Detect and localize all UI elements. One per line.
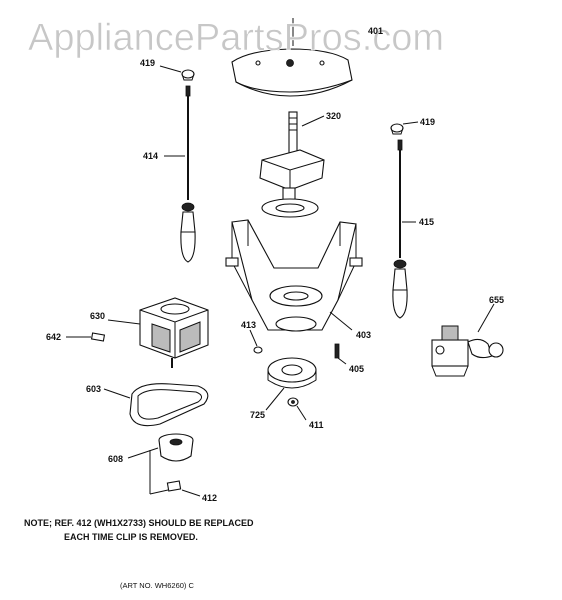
callout-608: 608 [108, 454, 123, 464]
part-603-belt [103, 383, 209, 427]
callout-411: 411 [309, 420, 324, 430]
callout-401: 401 [368, 26, 383, 36]
note-line-1: NOTE; REF. 412 (WH1X2733) SHOULD BE REPL… [24, 518, 254, 528]
part-403-bracket [225, 219, 363, 332]
callout-414: 414 [143, 151, 158, 161]
part-419-right-cap [390, 121, 419, 135]
callout-320: 320 [326, 111, 341, 121]
part-415-right-rod [392, 139, 416, 319]
part-411-nut [287, 397, 307, 421]
art-number: (ART NO. WH6260) C [120, 581, 194, 590]
callout-603: 603 [86, 384, 101, 394]
part-608-coupling [127, 433, 194, 494]
callout-725: 725 [250, 410, 265, 420]
callout-415: 415 [419, 217, 434, 227]
callout-655: 655 [489, 295, 504, 305]
callout-403: 403 [356, 330, 371, 340]
callout-413: 413 [241, 320, 256, 330]
callout-419-left: 419 [140, 58, 155, 68]
part-413-nut [249, 329, 263, 354]
callout-642: 642 [46, 332, 61, 342]
part-412-clip [149, 480, 201, 497]
part-320-transmission [259, 111, 325, 218]
callout-405: 405 [349, 364, 364, 374]
part-642-clip [66, 332, 106, 342]
watermark-text: AppliancePartsPros.com [28, 17, 444, 59]
callout-412: 412 [202, 493, 217, 503]
part-401-cover [231, 18, 353, 97]
part-630-motor [107, 297, 209, 368]
part-414-left-rod [164, 85, 196, 263]
part-419-left-cap [159, 65, 195, 81]
note-line-2: EACH TIME CLIP IS REMOVED. [64, 532, 198, 542]
part-405-bolt [334, 343, 347, 365]
callout-419-right: 419 [420, 117, 435, 127]
part-725-pulley [265, 357, 317, 411]
callout-630: 630 [90, 311, 105, 321]
part-655-valve [431, 303, 504, 377]
